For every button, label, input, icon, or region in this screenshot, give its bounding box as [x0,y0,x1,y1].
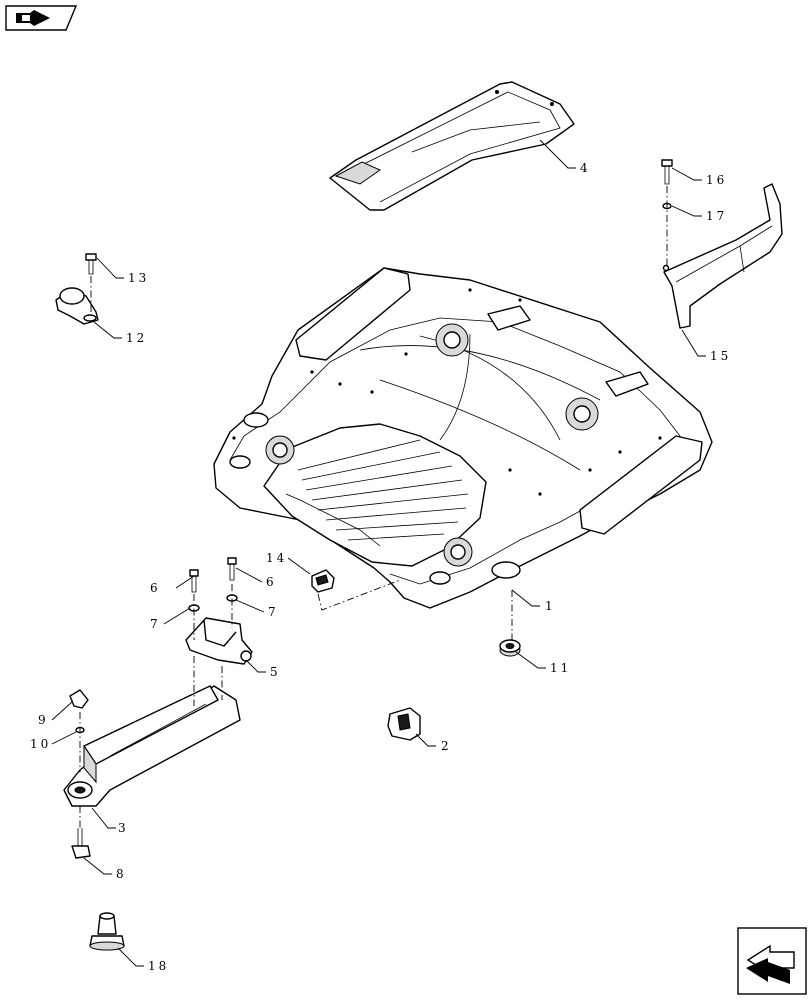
callout-15: 15 [710,349,731,363]
leader-lines [51,139,706,967]
part-5-mount-bracket [185,617,253,665]
callout-12: 12 [126,331,147,345]
assembly-lines [79,186,668,828]
part-2-grommet [387,707,421,741]
callout-7-right: 7 [268,605,279,619]
callout-18: 18 [148,959,169,973]
callout-2: 2 [441,739,452,753]
part-15-bracket [662,183,783,329]
part-12-clamp [55,287,99,325]
part-18-bushing [89,912,125,951]
callout-7-left: 7 [150,617,161,631]
callout-8: 8 [116,867,127,881]
part-16-bolt [661,159,673,185]
callout-17: 17 [706,209,727,223]
callout-3: 3 [118,821,129,835]
part-6-bolt-right [227,557,237,581]
nav-back-icon[interactable] [737,927,807,995]
part-3-step-rail [63,685,241,807]
callout-9: 9 [38,713,49,727]
callout-labels: 1 2 3 4 5 6 6 7 7 8 9 10 11 12 13 14 15 … [30,161,731,973]
callout-6-left: 6 [150,581,161,595]
part-1-floor-plate [213,267,713,609]
callout-16: 16 [706,173,727,187]
part-4-floor-mat [329,81,575,211]
part-11-nut [499,639,521,657]
callout-13: 13 [128,271,149,285]
callout-5: 5 [270,665,281,679]
part-8-screw [71,828,91,859]
callout-14: 14 [266,551,287,565]
callout-1: 1 [545,599,556,613]
part-6-bolt-left [189,569,199,593]
part-9-clip [69,689,89,709]
callout-11: 11 [550,661,571,675]
part-14-clip [311,569,335,593]
part-13-screw [85,253,97,275]
callout-10: 10 [30,737,51,751]
callout-6-right: 6 [266,575,277,589]
callout-4: 4 [580,161,591,175]
nav-forward-icon[interactable] [5,5,78,31]
